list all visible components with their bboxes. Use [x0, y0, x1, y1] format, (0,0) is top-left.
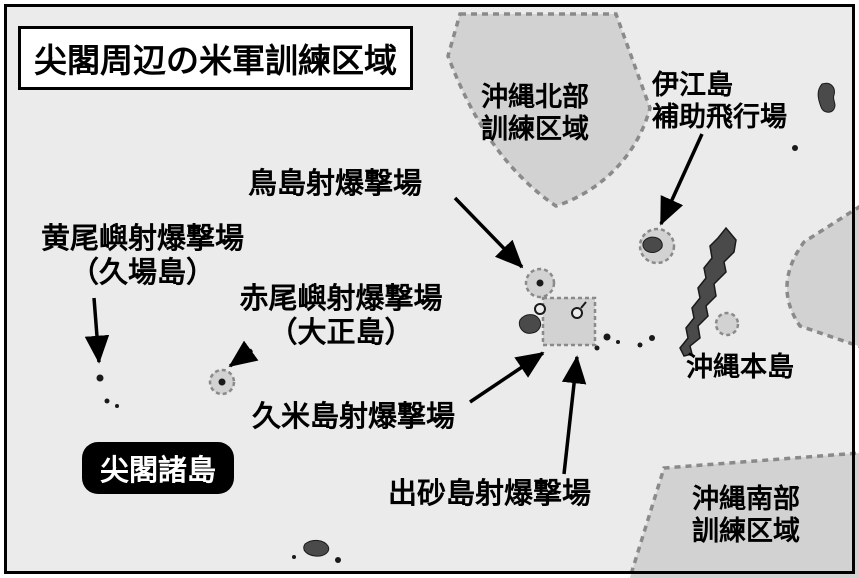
label-idesuna-range: 出砂島射爆撃場 — [388, 476, 592, 510]
label-sekibisho-range: 赤尾嶼射爆撃場 （大正島） — [239, 281, 443, 350]
island-okinawa-main — [679, 226, 737, 357]
islet-senkaku-1 — [104, 398, 110, 404]
islet-hollow-2 — [571, 307, 583, 319]
islet-bottom-center-2 — [292, 555, 296, 559]
island-kumejima — [518, 314, 542, 334]
arrow-torishima — [453, 196, 524, 269]
islet-bottom-center-1 — [335, 557, 341, 563]
arrow-idesuna — [561, 355, 587, 475]
islet-top-right-small — [792, 145, 798, 151]
arrow-iejima — [659, 133, 704, 226]
islet-kerama-3 — [616, 340, 620, 344]
map-title: 尖閣周辺の米軍訓練区域 — [18, 26, 413, 90]
badge-senkaku-islands: 尖閣諸島 — [82, 442, 235, 494]
arrow-kumejima — [469, 351, 545, 404]
islet-kubajima — [96, 374, 104, 382]
label-kobisho-range: 黄尾嶼射爆撃場 （久場島） — [40, 221, 244, 290]
island-bottom-center — [303, 539, 330, 557]
region-label-okinawa-north: 沖縄北部 訓練区域 — [481, 82, 589, 145]
island-top-right — [817, 82, 836, 113]
islet-kerama-2 — [594, 345, 600, 351]
range-square-kume-idesuna — [541, 296, 597, 347]
islet-hollow-1 — [534, 303, 546, 315]
label-okinawa-main-island: 沖縄本島 — [686, 352, 794, 383]
dot-torishima — [536, 279, 544, 287]
region-okinawa-south — [628, 451, 859, 578]
arrow-kobisho — [84, 297, 110, 364]
islet-kerama-1 — [603, 333, 611, 341]
label-iejima-airfield: 伊江島 補助飛行場 — [652, 70, 787, 133]
islet-senkaku-2 — [115, 404, 119, 408]
region-label-okinawa-south: 沖縄南部 訓練区域 — [692, 484, 800, 547]
region-okinawa-north — [446, 12, 652, 208]
islet-kerama-4 — [649, 335, 655, 341]
arrow-sekibisho — [228, 340, 259, 368]
dot-taishojima — [218, 378, 226, 386]
label-torishima-range: 鳥島射爆撃場 — [248, 166, 423, 200]
islet-kerama-5 — [637, 342, 643, 348]
islet-hollow-2-mark — [580, 301, 587, 309]
label-kumejima-range: 久米島射爆撃場 — [252, 399, 456, 433]
region-right-edge — [785, 204, 859, 349]
island-iejima — [642, 236, 663, 253]
range-circle-okinawa-southeast — [714, 311, 740, 337]
